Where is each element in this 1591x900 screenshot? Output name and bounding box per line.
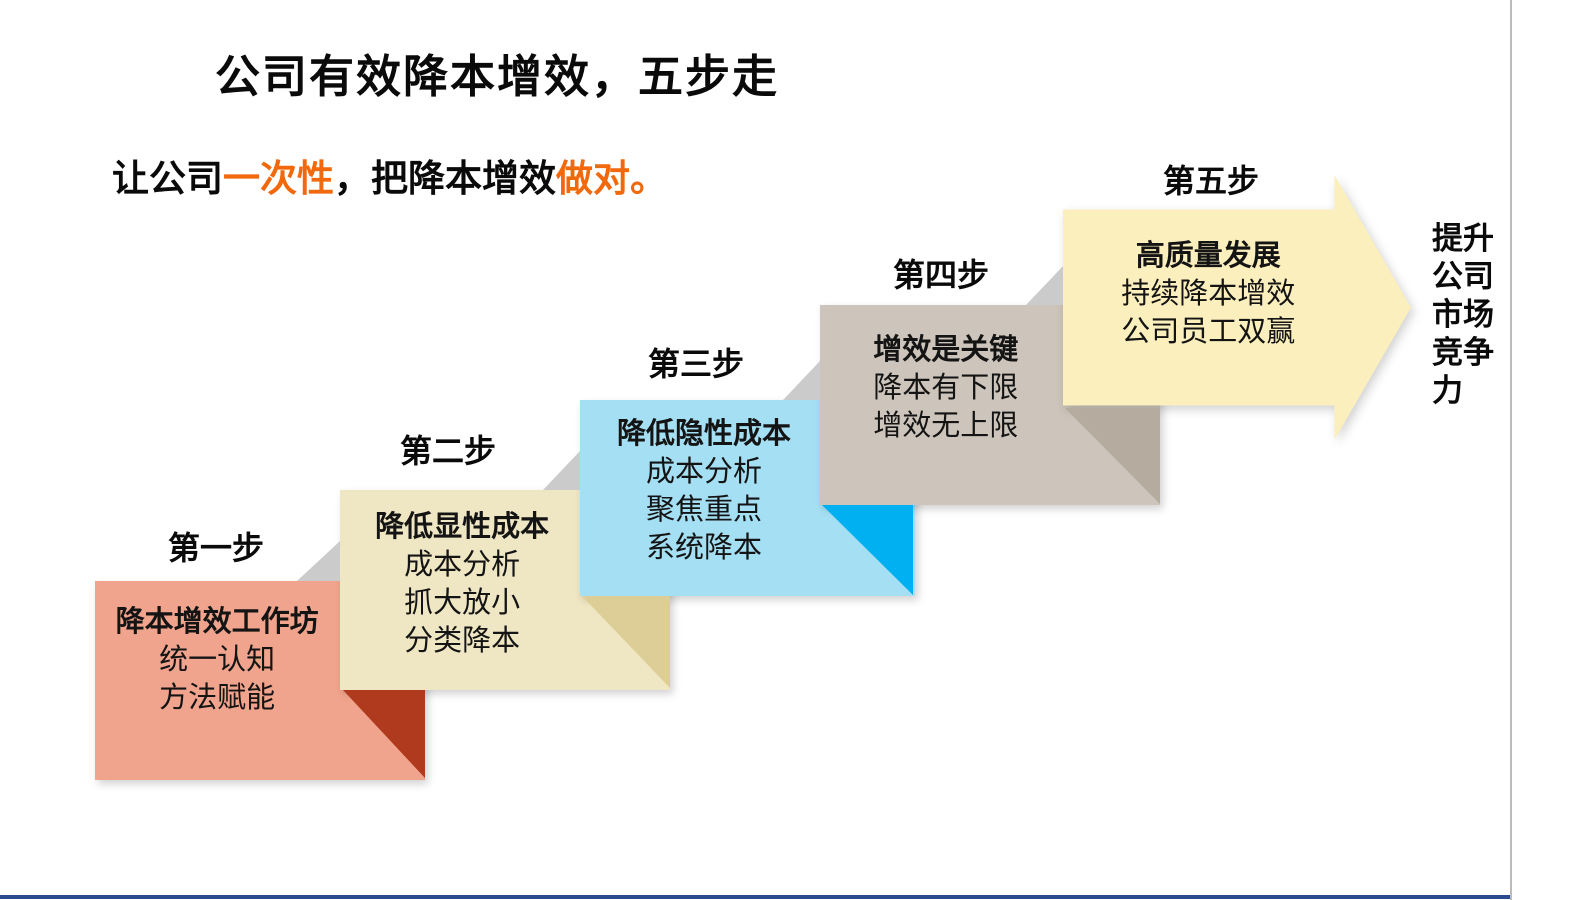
connector-triangle-3 bbox=[783, 361, 820, 400]
step-2-line: 成本分析 bbox=[404, 549, 521, 581]
step-5-line: 持续降本增效 bbox=[1121, 278, 1296, 310]
step-2-content: 降低显性成本 成本分析 抓大放小 分类降本 bbox=[340, 508, 584, 660]
step-5-heading: 高质量发展 bbox=[1135, 240, 1281, 272]
step-3-line: 系统降本 bbox=[645, 532, 762, 564]
step-2-heading: 降低显性成本 bbox=[375, 511, 550, 543]
connector-triangle-1 bbox=[297, 541, 340, 581]
step-2-line: 抓大放小 bbox=[404, 587, 521, 619]
bottom-edge-line bbox=[0, 895, 1510, 899]
step-4-line: 增效无上限 bbox=[873, 410, 1019, 442]
subtitle-text: 让公司 bbox=[112, 158, 223, 199]
result-line: 竞争 bbox=[1432, 335, 1494, 370]
step-1-line: 统一认知 bbox=[159, 644, 276, 676]
step-1-content: 降本增效工作坊 统一认知 方法赋能 bbox=[95, 603, 339, 717]
step-3-line: 聚焦重点 bbox=[645, 494, 762, 526]
result-line: 力 bbox=[1432, 373, 1463, 408]
result-line: 市场 bbox=[1432, 297, 1494, 332]
step-1-label: 第一步 bbox=[168, 530, 265, 566]
connector-triangle-2 bbox=[543, 451, 580, 490]
step-5-arrow-wrap: 高质量发展 持续降本增效 公司员工双赢 bbox=[1063, 175, 1411, 440]
step-4-heading: 增效是关键 bbox=[873, 334, 1019, 366]
page-title: 公司有效降本增效，五步走 bbox=[215, 51, 780, 102]
subtitle-highlight: 做对。 bbox=[556, 158, 667, 199]
step-3-label: 第三步 bbox=[648, 346, 745, 382]
slide-subtitle: 让公司一次性，把降本增效做对。 bbox=[112, 148, 667, 202]
step-1-heading: 降本增效工作坊 bbox=[115, 606, 319, 638]
step-3-line: 成本分析 bbox=[645, 456, 762, 488]
step-3-content: 降低隐性成本 成本分析 聚焦重点 系统降本 bbox=[580, 415, 828, 567]
step-3-heading: 降低隐性成本 bbox=[616, 418, 791, 450]
step-4-content: 增效是关键 降本有下限 增效无上限 bbox=[820, 331, 1072, 445]
step-2-line: 分类降本 bbox=[404, 625, 521, 657]
step-4-line: 降本有下限 bbox=[873, 372, 1019, 404]
result-line: 公司 bbox=[1432, 259, 1494, 294]
step-1-line: 方法赋能 bbox=[159, 682, 276, 714]
connector-triangle-4 bbox=[1026, 266, 1063, 305]
subtitle-highlight: 一次性 bbox=[223, 158, 334, 199]
result-line: 提升 bbox=[1432, 221, 1494, 256]
step-5-line: 公司员工双赢 bbox=[1121, 316, 1296, 348]
step-5-arrow: 高质量发展 持续降本增效 公司员工双赢 bbox=[1063, 175, 1411, 440]
right-edge-divider bbox=[1510, 0, 1512, 900]
step-5-label: 第五步 bbox=[1163, 163, 1260, 199]
result-text: 提升 公司 市场 竞争 力 bbox=[1432, 220, 1522, 410]
step-4-label: 第四步 bbox=[893, 257, 990, 293]
subtitle-text: ，把降本增效 bbox=[334, 158, 556, 199]
step-5-content: 高质量发展 持续降本增效 公司员工双赢 bbox=[1069, 237, 1347, 351]
step-2-label: 第二步 bbox=[400, 433, 497, 469]
